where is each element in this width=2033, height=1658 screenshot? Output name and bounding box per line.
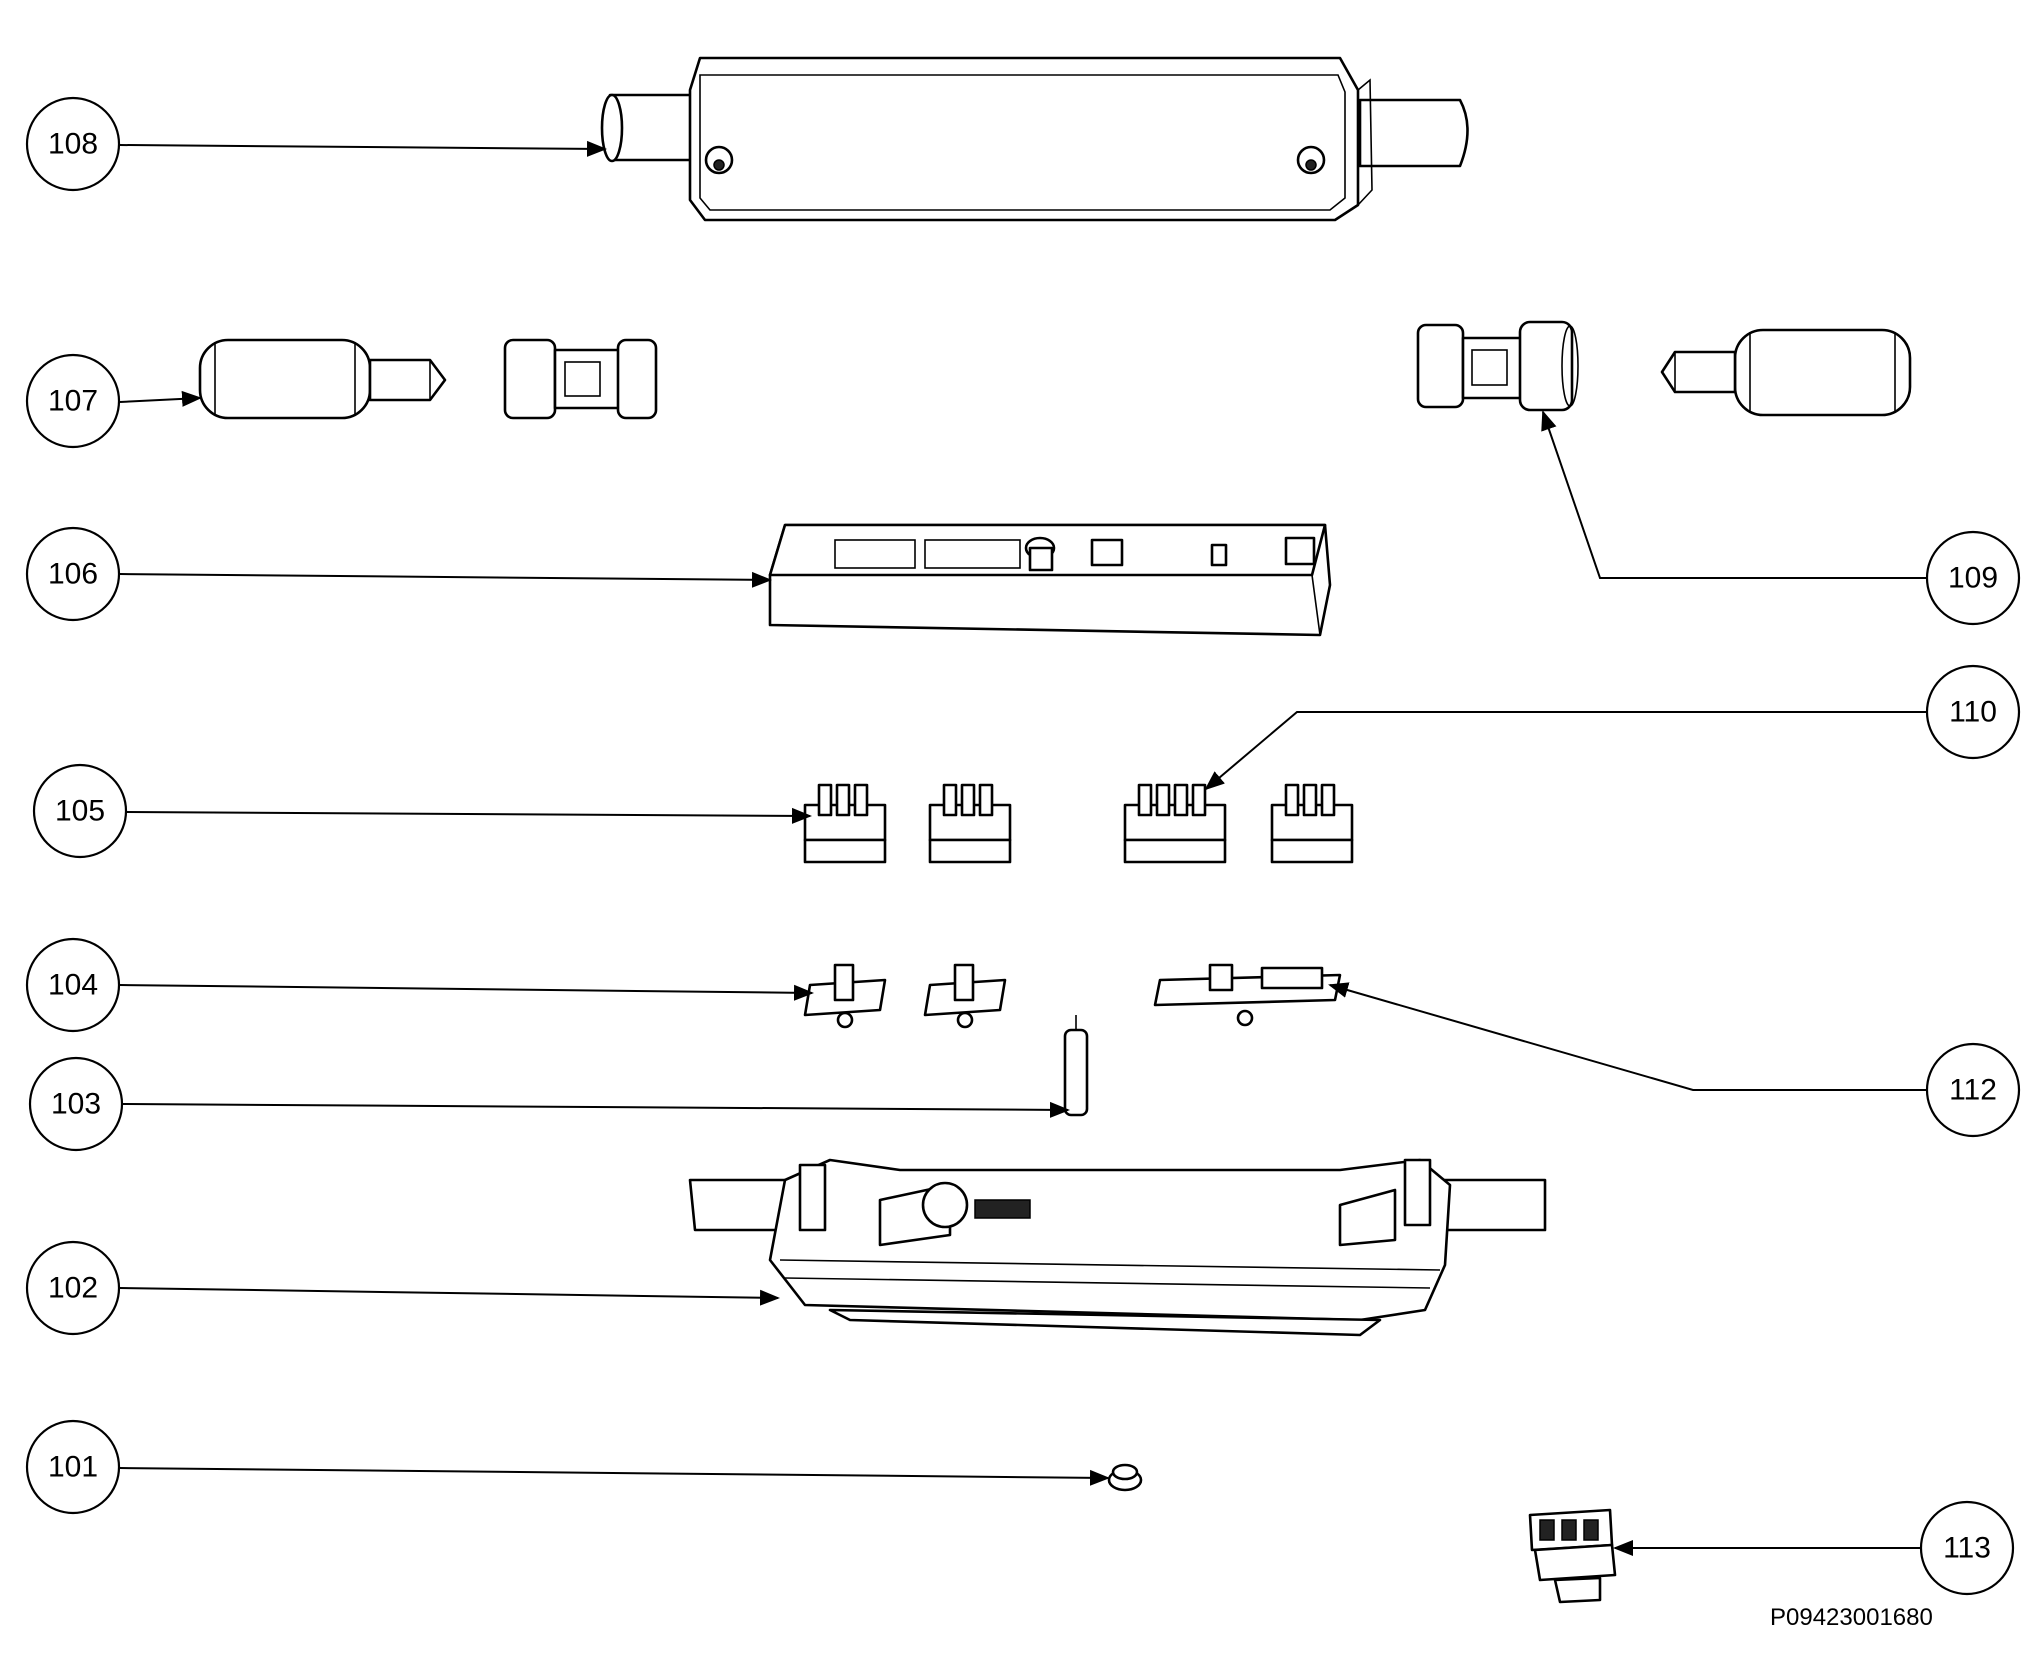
svg-text:105: 105 (55, 795, 105, 828)
svg-text:101: 101 (48, 1451, 98, 1484)
part-105-terminal-blocks (803, 783, 1354, 864)
svg-text:106: 106 (48, 558, 98, 591)
svg-text:103: 103 (51, 1088, 101, 1121)
svg-text:110: 110 (1949, 696, 1997, 729)
callout-104: 104 (25, 937, 121, 1033)
part-107-end-plugs (198, 328, 1912, 420)
part-104-connector-plates (803, 963, 1342, 1029)
part-106-board-tray (768, 523, 1332, 637)
part-113-plug-connector (1528, 1508, 1617, 1604)
svg-text:113: 113 (1943, 1532, 1991, 1565)
leader-lines (119, 140, 1928, 1556)
svg-text:104: 104 (48, 969, 98, 1002)
callout-107: 107 (25, 353, 121, 449)
callout-103: 103 (28, 1056, 124, 1152)
callout-105: 105 (32, 763, 128, 859)
callout-110: 110 (1925, 664, 2021, 760)
part-102-base-housing (688, 1158, 1547, 1337)
callout-113: 113 (1919, 1500, 2015, 1596)
part-109-clamp-rings (503, 320, 1579, 420)
callout-112: 112 (1925, 1042, 2021, 1138)
svg-text:107: 107 (48, 385, 98, 418)
svg-text:108: 108 (48, 128, 98, 161)
svg-text:109: 109 (1948, 562, 1998, 595)
svg-text:112: 112 (1949, 1074, 1997, 1107)
callout-101: 101 (25, 1419, 121, 1515)
part-108-housing-cover (600, 56, 1469, 222)
callout-108: 108 (25, 96, 121, 192)
callout-106: 106 (25, 526, 121, 622)
drawing-number: P09423001680 (1770, 1604, 1933, 1631)
callout-109: 109 (1925, 530, 2021, 626)
svg-text:102: 102 (48, 1272, 98, 1305)
part-101-washer (1107, 1463, 1143, 1492)
part-103-pin (1063, 1015, 1089, 1117)
callout-102: 102 (25, 1240, 121, 1336)
